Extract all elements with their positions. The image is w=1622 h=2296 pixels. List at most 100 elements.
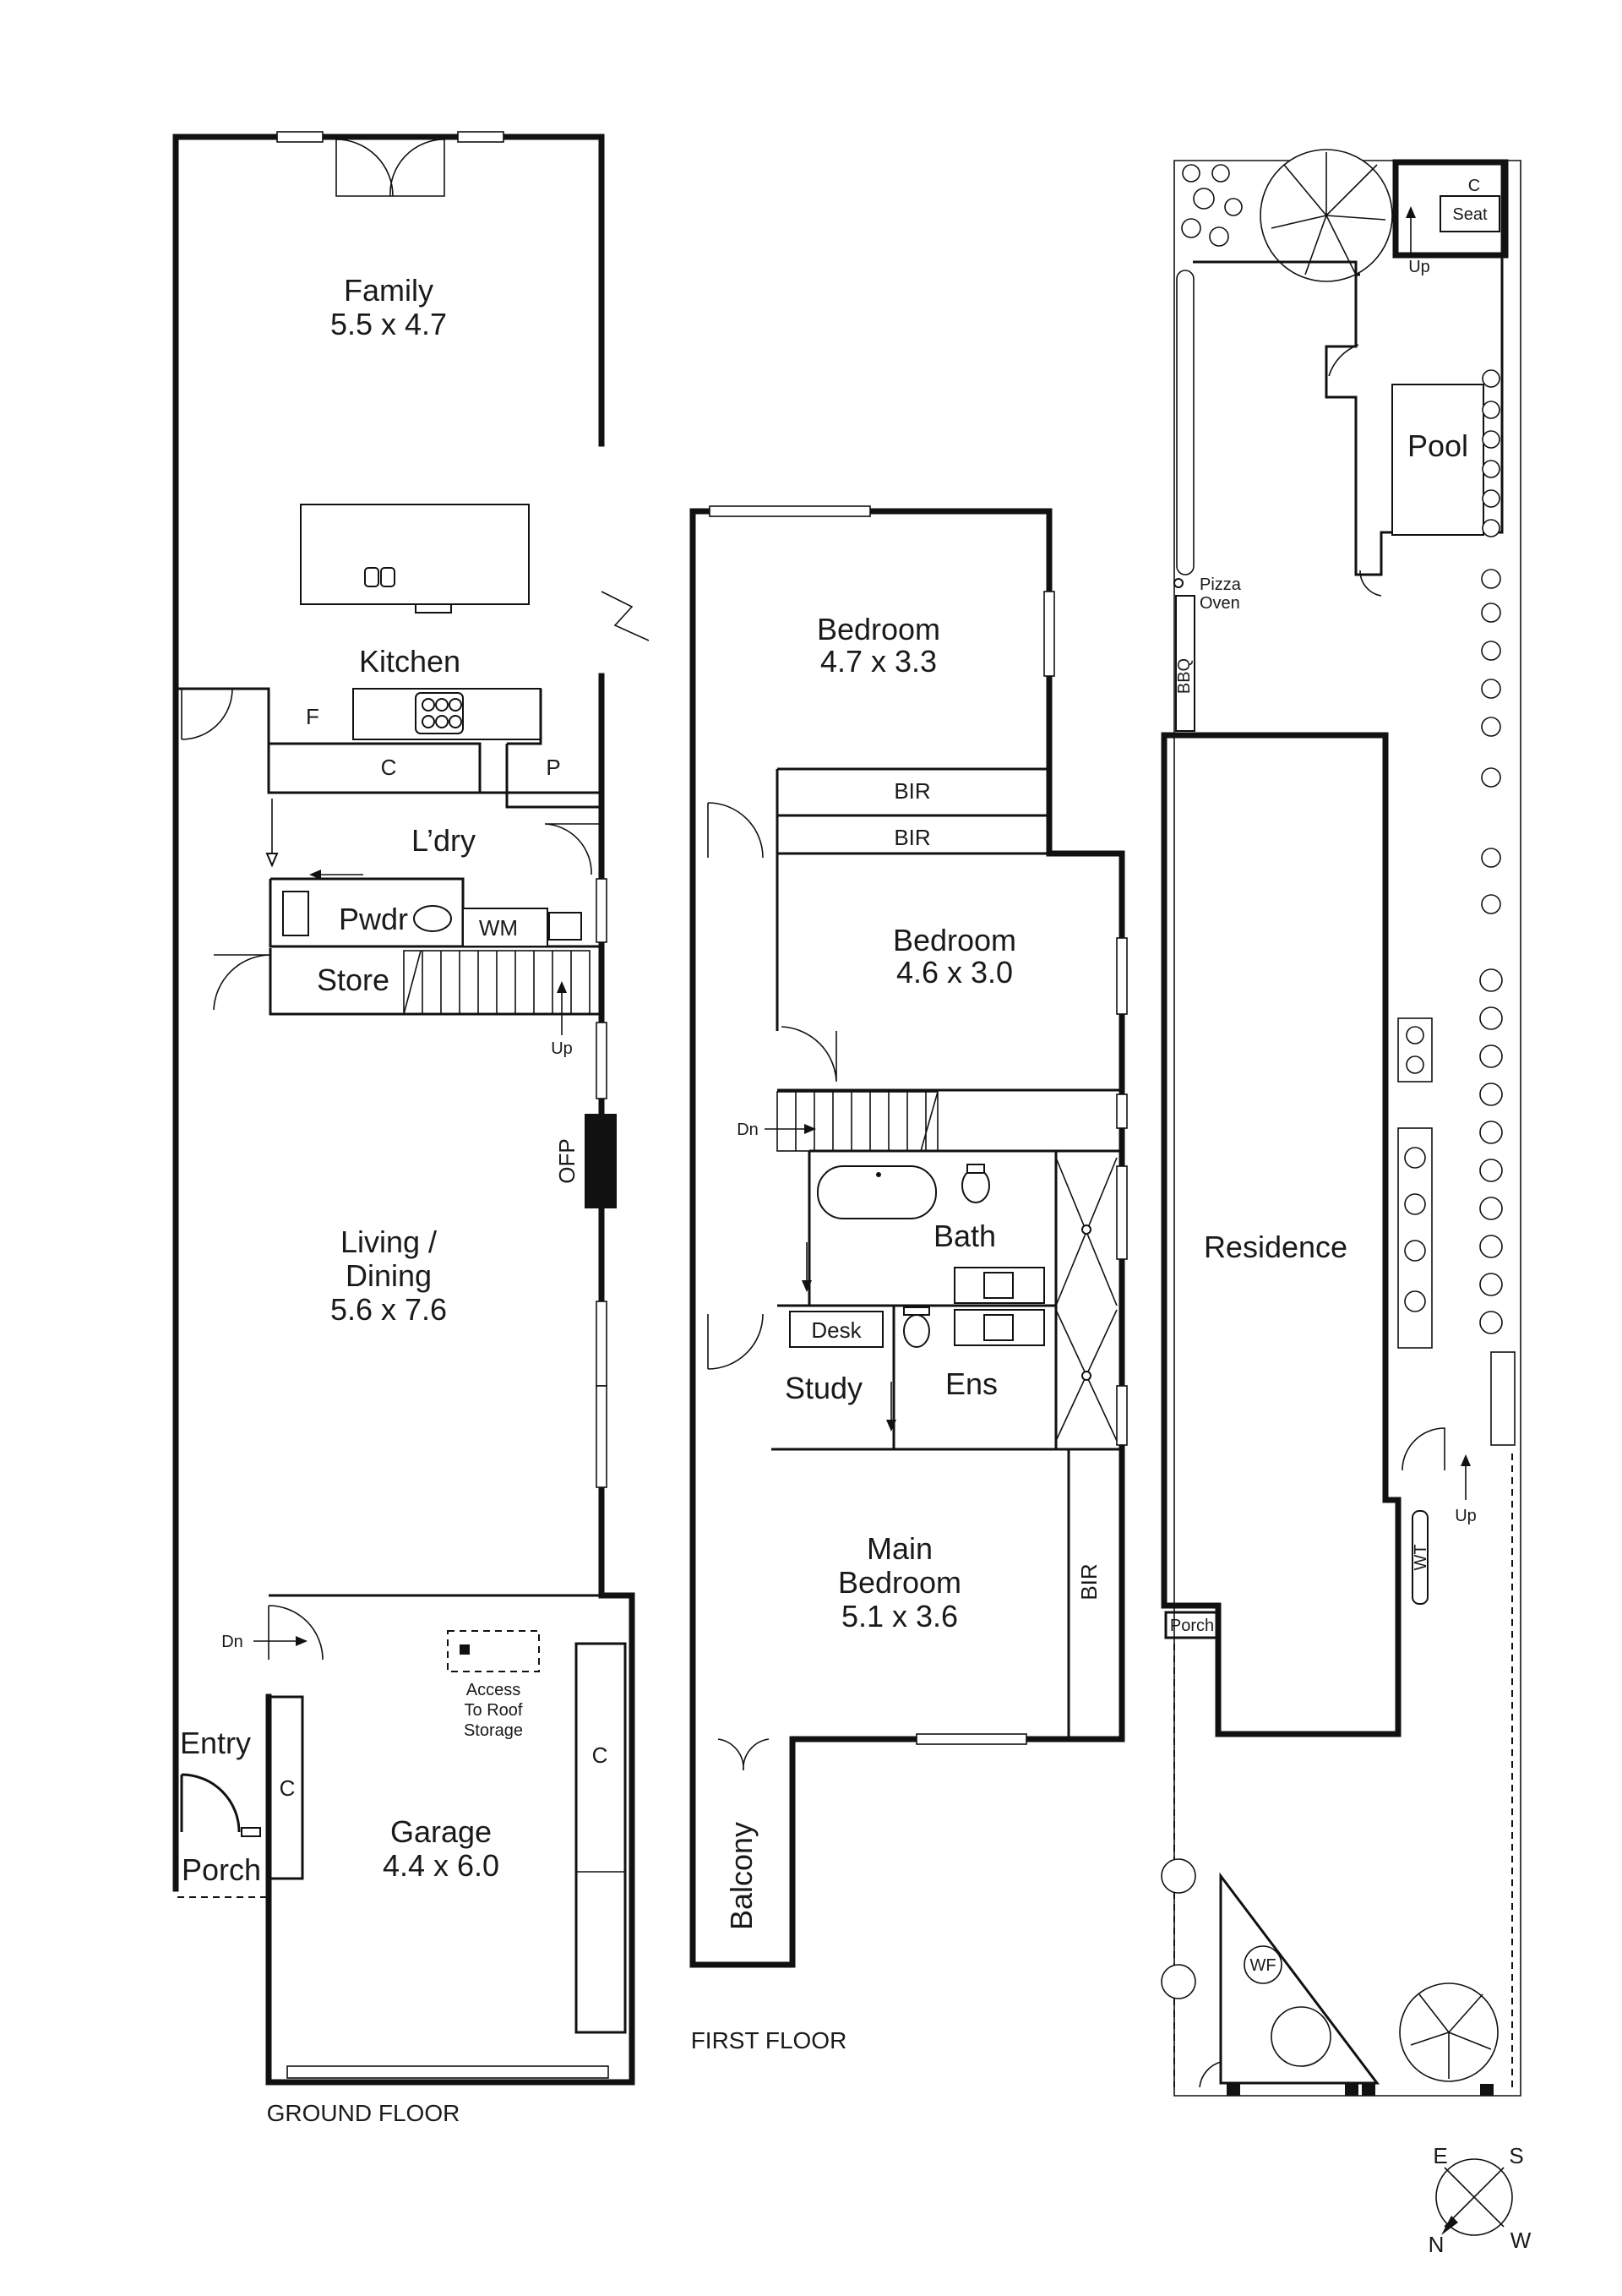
ofp-label: OFP xyxy=(554,1138,580,1183)
desk xyxy=(789,1311,884,1348)
french-doors xyxy=(335,139,445,197)
garage-cupboard-label: C xyxy=(592,1742,608,1768)
cistern xyxy=(903,1306,930,1316)
arrowhead xyxy=(1461,1454,1471,1466)
site-plan: Seat C Up Pool Pizza Oven BBQ Residence xyxy=(1161,149,1521,2097)
dishwasher xyxy=(415,603,452,614)
planter xyxy=(1490,1351,1516,1446)
bir2-label: BIR xyxy=(894,825,930,850)
outbuilding xyxy=(1392,159,1509,259)
tree-branches xyxy=(1410,1993,1492,2079)
burner xyxy=(449,715,462,728)
wm-bench xyxy=(462,908,548,947)
ens-label: Ens xyxy=(945,1366,998,1401)
water-feature xyxy=(1244,1945,1282,1984)
family-label: Family xyxy=(344,273,433,308)
cupboard-label: C xyxy=(381,755,397,780)
compass-e: E xyxy=(1433,2143,1447,2168)
window xyxy=(596,1385,607,1488)
access-line1: Access xyxy=(466,1681,520,1699)
shrub xyxy=(1161,1858,1196,1894)
main-bedroom-line1: Main xyxy=(867,1531,933,1566)
window xyxy=(596,878,607,943)
compass-s: S xyxy=(1509,2143,1523,2168)
gate-post xyxy=(1480,2084,1494,2096)
internal-wall xyxy=(777,1149,1122,1449)
burner xyxy=(422,715,435,728)
bedroom2-dims: 4.6 x 3.0 xyxy=(896,955,1013,990)
pool xyxy=(1391,384,1484,536)
window xyxy=(1116,1093,1128,1129)
door-swing xyxy=(707,1313,764,1370)
tree xyxy=(1271,2006,1331,2067)
internal-wall xyxy=(771,1448,1122,1739)
access-line2: To Roof xyxy=(465,1701,523,1720)
bedroom1-dims: 4.7 x 3.3 xyxy=(820,644,937,679)
arrowhead xyxy=(309,870,321,880)
planter-shrub xyxy=(1404,1193,1426,1215)
staircase xyxy=(403,950,591,1015)
burner xyxy=(435,698,449,712)
garage-cupboard xyxy=(574,1642,627,2034)
compass: E S N W xyxy=(1429,2143,1532,2257)
compass-arrow xyxy=(1441,2216,1458,2235)
entry-wall xyxy=(180,1773,241,1833)
entry-cupboard-label: C xyxy=(280,1775,296,1801)
door-swing xyxy=(1328,344,1359,377)
water-tank xyxy=(1412,1510,1429,1605)
ground-floor-outer-wall xyxy=(172,134,635,2086)
store-label: Store xyxy=(317,963,389,997)
arrowhead xyxy=(1406,206,1416,218)
door-handle xyxy=(241,1827,261,1837)
up-label: Up xyxy=(551,1039,573,1058)
bedroom2-label: Bedroom xyxy=(893,923,1016,957)
living-dims: 5.6 x 7.6 xyxy=(330,1292,447,1327)
french-doors xyxy=(717,1738,770,1771)
main-bedroom-dims: 5.1 x 3.6 xyxy=(841,1599,958,1633)
hatch-marker xyxy=(460,1644,470,1655)
toilet xyxy=(903,1314,930,1348)
bedroom1-label: Bedroom xyxy=(817,612,940,646)
porch xyxy=(1164,1611,1220,1639)
c-label: C xyxy=(1468,177,1480,195)
window xyxy=(916,1733,1027,1745)
roof-access-hatch xyxy=(447,1630,540,1672)
sink xyxy=(364,567,379,587)
door-swing xyxy=(181,688,233,740)
compass-needle xyxy=(1444,2167,1505,2228)
garage-label: Garage xyxy=(390,1814,492,1849)
garage-dims: 4.4 x 6.0 xyxy=(383,1848,499,1883)
door-swing xyxy=(1402,1427,1445,1471)
window xyxy=(457,131,504,143)
planter-shrub xyxy=(1406,1055,1424,1074)
planter xyxy=(1397,1127,1433,1349)
pizza-oven xyxy=(1173,578,1184,588)
arrowhead xyxy=(296,1636,308,1646)
entry-label: Entry xyxy=(180,1726,251,1760)
wt-label: WT xyxy=(1412,1544,1430,1570)
main-bedroom-line2: Bedroom xyxy=(838,1565,961,1600)
sink xyxy=(380,567,395,587)
internal-wall xyxy=(507,689,542,745)
pantry-label: P xyxy=(546,755,560,780)
residence-label: Residence xyxy=(1204,1230,1347,1264)
bath-label: Bath xyxy=(933,1219,996,1253)
basin xyxy=(983,1314,1014,1341)
door-swing xyxy=(781,1026,837,1083)
burner xyxy=(435,715,449,728)
seat xyxy=(1440,195,1500,232)
gate-post xyxy=(1227,2084,1240,2096)
shrub xyxy=(1161,1964,1196,1999)
planter-shrub xyxy=(1404,1290,1426,1312)
pizza-label-line2: Oven xyxy=(1200,594,1240,613)
ground-floor-caption: GROUND FLOOR xyxy=(267,2100,460,2126)
first-floor-outer-wall xyxy=(689,508,1125,1968)
tub-drain xyxy=(876,1172,881,1177)
window xyxy=(276,131,324,143)
window xyxy=(596,1022,607,1099)
ground-floor-plan: Kitchen F C P L’dry Pwdr W xyxy=(172,131,650,2126)
dn-label: Dn xyxy=(221,1633,243,1651)
pwdr-label: Pwdr xyxy=(339,902,408,936)
shower-drain xyxy=(1081,1224,1091,1235)
